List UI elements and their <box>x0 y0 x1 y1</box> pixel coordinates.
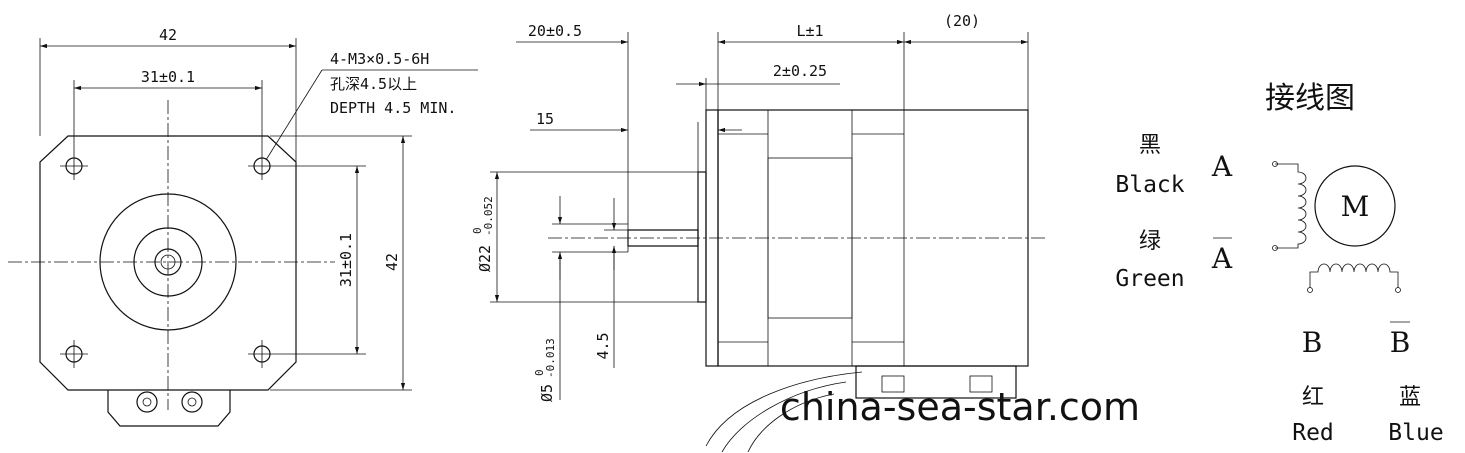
body-length-label: L±1 <box>796 22 823 40</box>
boss-height-label: 2±0.25 <box>773 62 827 80</box>
shaft-circle <box>154 248 182 276</box>
front-view: 42 31±0.1 4-M3×0.5-6H 孔深4.5以上 DEPTH 4.5 … <box>8 26 478 427</box>
blue-wire-en: Blue <box>1388 420 1443 446</box>
mounting-hole-top-left <box>60 152 88 180</box>
wiring-diagram: 接线图 黑 Black 绿 Green A A M B B 红 Red 蓝 Bl… <box>1115 81 1443 446</box>
shaft-tol-lower: -0.013 <box>544 338 557 378</box>
flat-depth-label: 4.5 <box>594 332 612 359</box>
boss-tol-upper: 0 <box>471 227 484 234</box>
boss-diameter-label: Ø22 <box>476 245 494 272</box>
mounting-hole-top-right <box>248 152 276 180</box>
front-vertical-spacing-label: 31±0.1 <box>337 233 355 287</box>
lead-length-label: (20) <box>944 12 980 30</box>
boss-outer-circle <box>99 193 237 331</box>
motor-boss <box>697 171 707 303</box>
lead-wires <box>705 371 863 453</box>
blue-wire-cn: 蓝 <box>1399 385 1421 410</box>
flat-length-label: 15 <box>536 110 554 128</box>
hole-spec-line1: 4-M3×0.5-6H <box>330 50 429 68</box>
front-hole-spacing-label: 31±0.1 <box>141 68 195 86</box>
motor-symbol <box>1314 165 1396 247</box>
phase-b-bar-label: B <box>1390 326 1411 359</box>
coil-a <box>1275 163 1307 249</box>
shaft-diameter-label: Ø5 <box>538 384 556 402</box>
mounting-hole-bottom-left <box>60 340 88 368</box>
green-wire-cn: 绿 <box>1139 229 1161 254</box>
phase-a-bar-label: A <box>1211 242 1233 275</box>
connector-block <box>107 390 231 427</box>
front-width-label: 42 <box>159 26 177 44</box>
shaft-length-label: 20±0.5 <box>528 22 582 40</box>
boss-inner-circle <box>133 227 203 297</box>
green-wire-en: Green <box>1115 266 1184 292</box>
watermark: china-sea-star.com <box>780 385 1140 429</box>
coil-b <box>1309 263 1399 288</box>
red-wire-en: Red <box>1292 420 1334 446</box>
black-wire-en: Black <box>1115 172 1184 198</box>
mounting-hole-bottom-right <box>248 340 276 368</box>
side-view: 20±0.5 L±1 (20) 2±0.25 15 Ø22 0 -0.052 <box>471 12 1045 453</box>
shaft-core <box>160 254 176 270</box>
phase-a-label: A <box>1211 150 1233 183</box>
front-height-label: 42 <box>383 253 401 271</box>
red-wire-cn: 红 <box>1302 385 1324 410</box>
hole-spec-line3: DEPTH 4.5 MIN. <box>330 99 456 117</box>
black-wire-cn: 黑 <box>1139 133 1161 158</box>
hole-spec-line2: 孔深4.5以上 <box>330 75 417 93</box>
shaft-tol-upper: 0 <box>533 369 546 376</box>
flange-outline <box>39 135 297 391</box>
side-connector <box>855 365 1017 399</box>
phase-b-label: B <box>1302 326 1323 359</box>
wiring-title: 接线图 <box>1265 81 1355 116</box>
boss-tol-lower: -0.052 <box>482 196 495 236</box>
motor-label: M <box>1341 190 1370 223</box>
